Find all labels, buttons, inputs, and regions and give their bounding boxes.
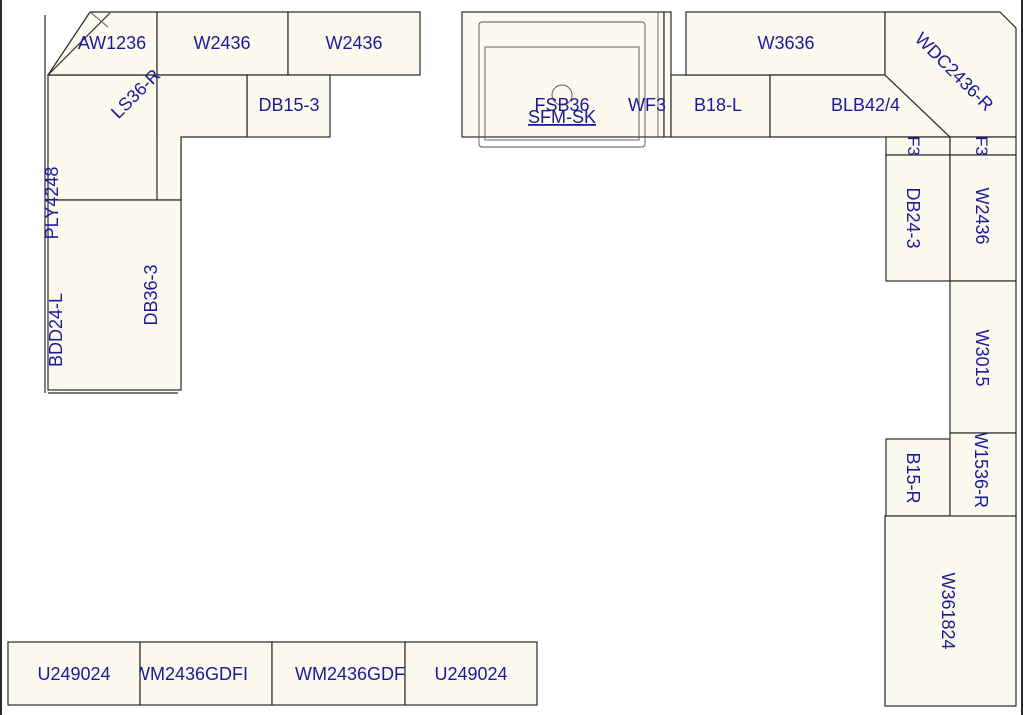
db15-3-drawer-base[interactable] [246, 74, 331, 138]
db24-3-label: DB24-3 [903, 187, 923, 248]
w2436-wall-cabinet-right[interactable] [949, 154, 1017, 282]
sink-outer-bowl [478, 21, 646, 148]
blb42-label: BLB42/4 [831, 95, 900, 115]
sink-inner-bowl [484, 46, 640, 141]
db36-3-drawer-base[interactable] [47, 199, 182, 391]
bdd24l-label: BDD24-L [46, 293, 66, 367]
aw1236-label: AW1236 [78, 33, 146, 53]
ply4248-label: PLY4248 [42, 167, 62, 240]
b18l-base-cabinet[interactable] [670, 74, 771, 138]
w1536r-wall-cabinet[interactable] [949, 432, 1017, 519]
b15r-base-cabinet[interactable] [885, 438, 951, 517]
wm2436gdfi-2-label-group: WM2436GDFI [295, 664, 410, 684]
f3-left-label-group: F3 [904, 136, 923, 156]
aw1236-notch [89, 11, 109, 28]
b18l-label: B18-L [694, 95, 742, 115]
w3636-label: W3636 [757, 33, 814, 53]
u249024-utility-cabinet-right[interactable] [404, 641, 538, 706]
wm2436gdfi-wall-cabinet-2[interactable] [271, 641, 406, 706]
wm2436gdfi-label-1: WM2436GDFI [133, 664, 248, 684]
blb42-label-group: BLB42/4 [831, 95, 900, 115]
f3-left-label: F3 [904, 136, 923, 156]
sink-drain-icon [551, 84, 573, 106]
u249024-label-left: U249024 [37, 664, 110, 684]
sfm-sk-label: SFM-SK [528, 107, 596, 127]
w3015-wall-cabinet[interactable] [949, 280, 1017, 434]
w3015-label: W3015 [972, 329, 992, 386]
w1536r-label: W1536-R [971, 432, 991, 508]
wm2436gdfi-wall-cabinet-1[interactable] [139, 641, 273, 706]
wf3-label: WF3 [628, 95, 666, 115]
wm2436gdfi-1-label-group: WM2436GDFI [133, 664, 248, 684]
w2436-label-left: W2436 [193, 33, 250, 53]
w2436-wall-cabinet-mid[interactable] [287, 11, 421, 76]
w361824-label: W361824 [938, 572, 958, 649]
u249024-label-right: U249024 [434, 664, 507, 684]
wf3-wall-filler[interactable] [663, 11, 672, 138]
w361824-wall-cabinet[interactable] [884, 515, 1017, 707]
u249024-utility-cabinet-left[interactable] [7, 641, 141, 706]
ply4248-plywood-panel [47, 12, 111, 76]
db15-3-label: DB15-3 [258, 95, 319, 115]
f3-right-label: F3 [972, 136, 991, 156]
w2436-label-mid: W2436 [325, 33, 382, 53]
wf3-label-group: WF3 [628, 95, 666, 115]
w2436-label-right: W2436 [972, 187, 992, 244]
wm2436gdfi-label-2: WM2436GDFI [295, 664, 410, 684]
fsb36-label: FSB36 [534, 95, 589, 115]
w1536r-label-group: W1536-R [971, 432, 991, 508]
ls36r-base-lower[interactable] [156, 74, 248, 201]
b15r-label: B15-R [903, 452, 923, 503]
db36-3-label: DB36-3 [141, 264, 161, 325]
f3-right-label-group: F3 [972, 136, 991, 156]
